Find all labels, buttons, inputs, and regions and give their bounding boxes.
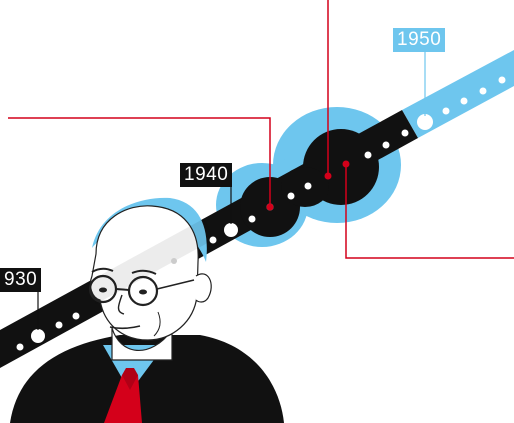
year-label-1930: 930 [0, 268, 41, 292]
year-label-1950: 1950 [393, 28, 445, 52]
year-label-1940: 1940 [180, 163, 232, 187]
